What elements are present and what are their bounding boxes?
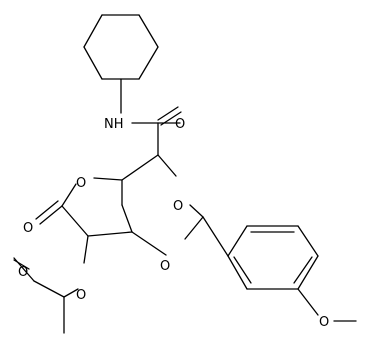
bond <box>33 280 65 298</box>
methoxy-oxygen-label: O <box>319 315 329 330</box>
bond <box>35 200 59 220</box>
bond <box>297 255 319 290</box>
amide-oxygen-label: O <box>175 117 185 132</box>
lactone-ring <box>61 177 133 237</box>
bond <box>293 256 313 284</box>
bond <box>13 257 35 282</box>
bond <box>121 154 159 181</box>
benzene-ring <box>227 225 319 290</box>
bond <box>138 46 159 80</box>
bond <box>233 256 252 284</box>
acetoxy-oxygen-label: O <box>76 288 86 303</box>
lactone-ring-oxygen-label: O <box>76 176 86 191</box>
bond <box>93 177 123 181</box>
bond <box>83 46 103 80</box>
bond <box>297 225 319 257</box>
dioxane-ring <box>121 154 204 256</box>
bond <box>61 205 89 237</box>
cyclohexane-ring <box>83 14 159 80</box>
acetyl-carbonyl-oxygen-label: O <box>18 265 28 280</box>
bond <box>131 231 167 256</box>
dioxane-oxygen-bottom-label: O <box>160 259 170 274</box>
bond <box>39 205 63 225</box>
bond <box>87 231 133 237</box>
bond <box>227 225 248 257</box>
bond <box>83 14 103 48</box>
bond <box>297 288 319 316</box>
bond <box>227 255 248 290</box>
bond <box>63 288 79 298</box>
bond <box>61 183 77 207</box>
dioxane-oxygen-top-label: O <box>173 199 183 214</box>
bond <box>189 204 204 218</box>
bond <box>184 216 204 240</box>
bond <box>160 111 182 126</box>
bond <box>121 204 133 233</box>
bond <box>157 154 177 177</box>
bond <box>83 235 89 264</box>
lactone-carbonyl-oxygen-label: O <box>23 221 33 236</box>
bond <box>138 14 159 48</box>
bond <box>202 216 229 257</box>
bond <box>157 106 179 121</box>
amide-nh-label: NH <box>104 117 124 132</box>
